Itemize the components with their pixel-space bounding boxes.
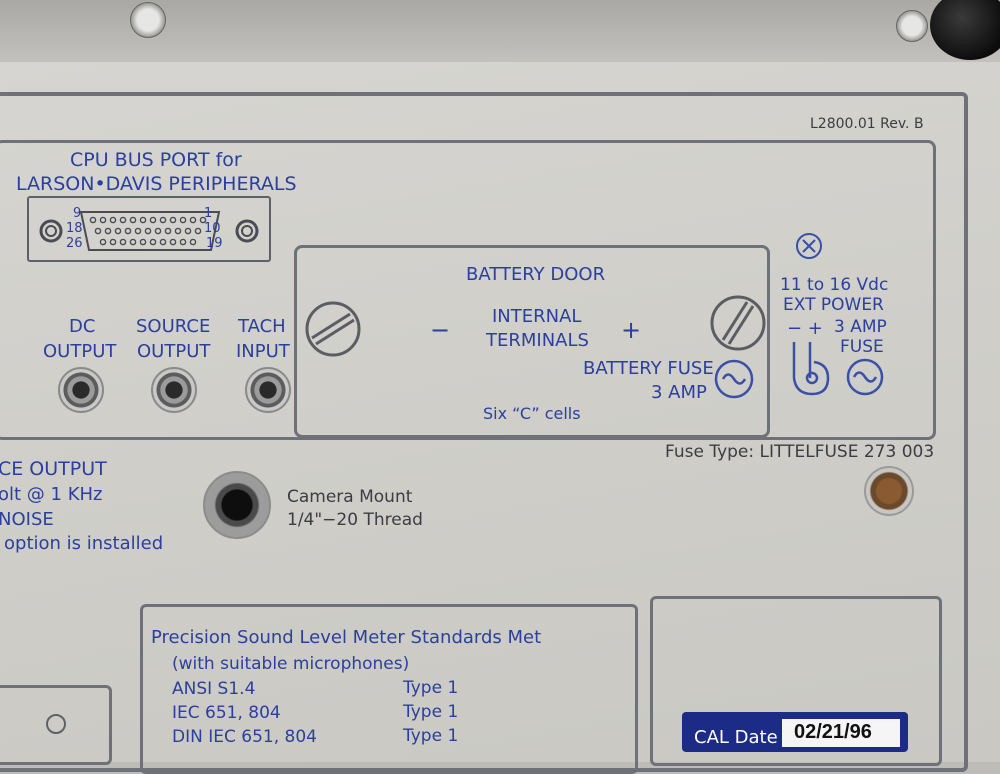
ext-power-fuse-label: FUSE (840, 337, 884, 357)
camera-mount-label: Camera Mount (287, 487, 413, 507)
source-output-label-line2: OUTPUT (137, 341, 211, 362)
standard-name-ansi: ANSI S1.4 (172, 679, 256, 699)
source-output-note-option: option is installed (4, 533, 164, 554)
internal-terminals-line1: INTERNAL (492, 306, 582, 327)
source-output-label-line1: SOURCE (136, 316, 211, 337)
standards-title: Precision Sound Level Meter Standards Me… (151, 627, 542, 648)
battery-door-title: BATTERY DOOR (466, 264, 606, 285)
cpu-bus-subtitle: LARSON•DAVIS PERIPHERALS (16, 173, 297, 195)
ext-power-screw-icon (796, 233, 822, 259)
indicator-circle-icon (46, 714, 66, 734)
battery-door-screw-right-icon (710, 295, 766, 351)
standard-type-iec: Type 1 (403, 702, 459, 722)
dc-output-label-line2: OUTPUT (43, 341, 117, 362)
battery-fuse-label: BATTERY FUSE (583, 358, 714, 379)
source-output-jack[interactable] (151, 367, 197, 413)
revision-label: L2800.01 Rev. B (810, 116, 924, 132)
source-output-note-title: CE OUTPUT (0, 458, 107, 480)
ext-power-jack-icon[interactable] (784, 338, 840, 400)
camera-mount-thread: 1/4"−20 Thread (287, 510, 423, 530)
connector-panel (0, 140, 936, 440)
tach-input-label-line2: INPUT (236, 341, 290, 362)
camera-mount-socket[interactable] (203, 471, 271, 539)
battery-fuse-holder-icon[interactable] (713, 358, 755, 400)
dc-output-label-line1: DC (69, 316, 96, 337)
rubber-knob (930, 0, 1000, 60)
tach-input-jack[interactable] (245, 367, 291, 413)
pin-label-19: 19 (206, 236, 223, 251)
standard-type-din: Type 1 (403, 726, 459, 746)
standard-type-ansi: Type 1 (403, 678, 459, 698)
calibration-label: CAL Date (694, 727, 778, 748)
standard-name-iec: IEC 651, 804 (172, 703, 281, 723)
pin-label-18: 18 (66, 221, 83, 236)
ext-power-fuse-rating: 3 AMP (834, 317, 887, 337)
standard-name-din: DIN IEC 651, 804 (172, 727, 317, 747)
cpu-bus-port[interactable] (27, 196, 271, 262)
dc-output-jack[interactable] (58, 367, 104, 413)
mounting-hole (864, 466, 914, 516)
mounting-screw-top-right (896, 10, 928, 42)
cpu-bus-title: CPU BUS PORT for (70, 149, 242, 171)
source-output-note-level: olt @ 1 KHz (0, 484, 103, 505)
db25-connector-icon (39, 211, 259, 251)
pin-label-10: 10 (204, 221, 221, 236)
pin-label-1: 1 (204, 206, 213, 221)
calibration-date-field (782, 719, 900, 747)
internal-terminals-line2: TERMINALS (486, 330, 589, 351)
calibration-date: 02/21/96 (794, 721, 872, 743)
ext-power-voltage: 11 to 16 Vdc (780, 275, 889, 295)
ext-power-polarity: − + (787, 318, 823, 339)
pin-label-9: 9 (73, 206, 82, 221)
tach-input-label-line1: TACH (238, 316, 286, 337)
ext-power-fuse-holder-icon[interactable] (845, 357, 885, 397)
battery-fuse-rating: 3 AMP (651, 382, 707, 403)
battery-door-screw-left-icon (305, 301, 361, 357)
battery-cells-label: Six “C” cells (483, 404, 581, 423)
battery-minus-sign: − (430, 316, 451, 344)
fuse-type-label: Fuse Type: LITTELFUSE 273 003 (665, 442, 935, 462)
pin-label-26: 26 (66, 236, 83, 251)
ext-power-title: EXT POWER (783, 295, 884, 315)
battery-plus-sign: + (621, 316, 642, 344)
mounting-screw-top-left (130, 2, 166, 38)
standards-subtitle: (with suitable microphones) (172, 654, 410, 674)
source-output-note-noise: NOISE (0, 509, 54, 530)
battery-door[interactable] (294, 245, 770, 438)
